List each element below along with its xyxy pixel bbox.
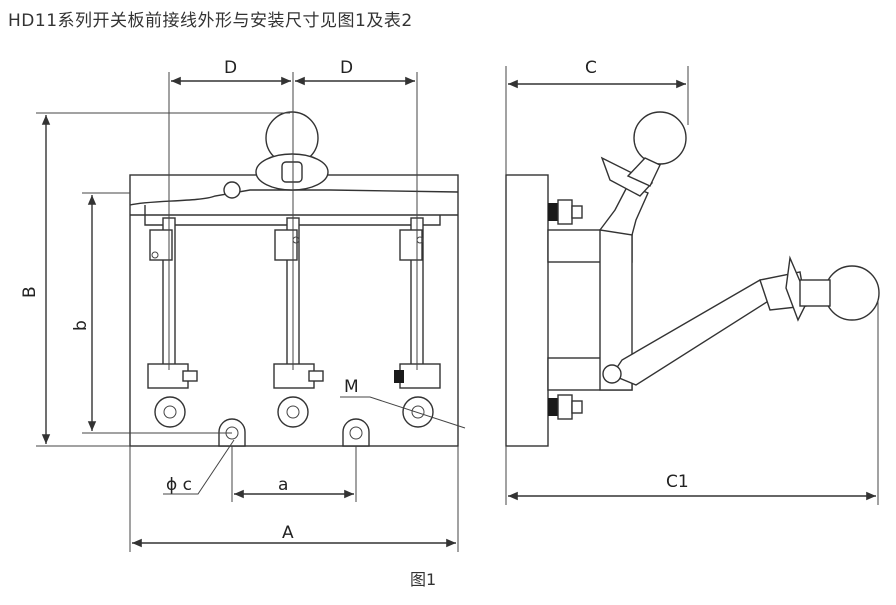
side-view xyxy=(505,66,880,505)
handle-ball-side-lower xyxy=(824,265,880,321)
dim-label-A: A xyxy=(282,523,294,543)
page-title: HD11系列开关板前接线外形与安装尺寸见图1及表2 xyxy=(8,11,413,31)
dim-label-D1: D xyxy=(224,58,237,78)
mounting-hole-right xyxy=(342,418,370,447)
dim-label-M: M xyxy=(344,377,359,397)
side-base-plate xyxy=(505,174,549,447)
dim-label-D2: D xyxy=(340,58,353,78)
dim-label-C1: C1 xyxy=(666,472,689,492)
dim-label-b: b xyxy=(71,320,91,331)
front-view xyxy=(36,72,466,552)
figure-caption: 图1 xyxy=(410,570,437,589)
dim-label-B: B xyxy=(20,286,40,298)
dim-label-phi-c: ϕ c xyxy=(166,475,192,495)
dim-label-a: a xyxy=(278,475,288,495)
handle-ball-side-upper xyxy=(633,111,687,165)
dim-label-C: C xyxy=(585,58,597,78)
